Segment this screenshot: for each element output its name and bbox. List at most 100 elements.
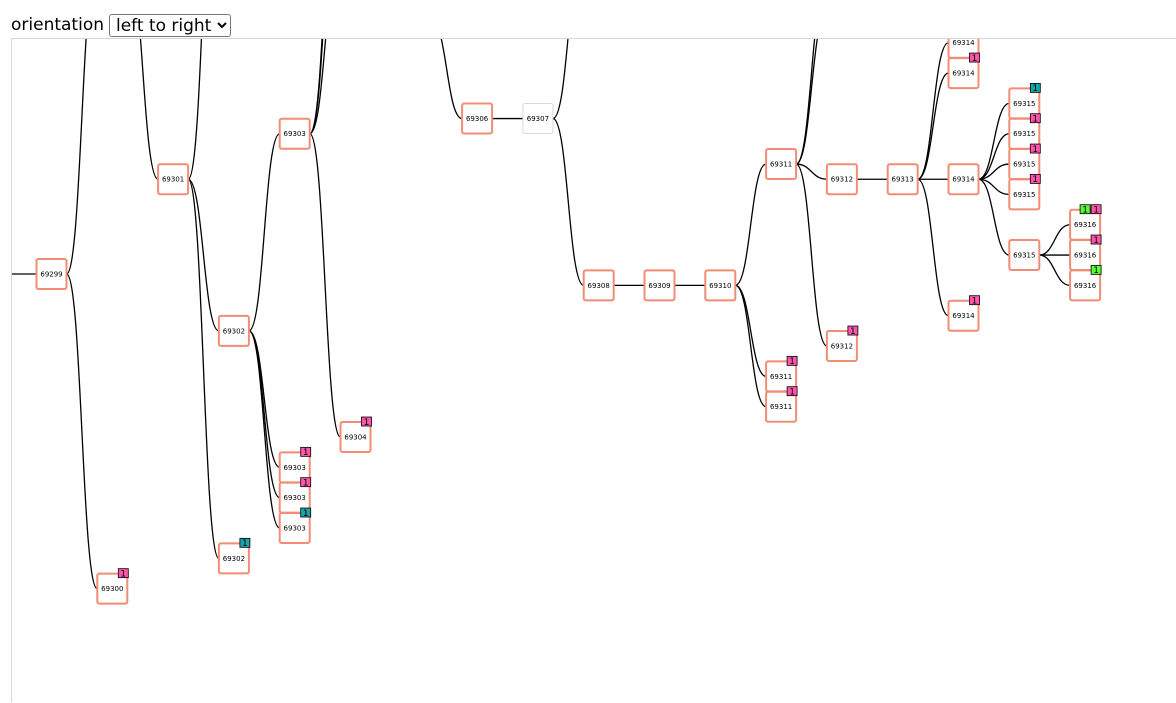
node-label: 69312 xyxy=(831,176,853,184)
tree-node[interactable]: 69306 xyxy=(461,102,494,135)
tree-node[interactable]: 69316 1 xyxy=(1069,234,1102,272)
tree-edge xyxy=(735,284,767,378)
node-label: 69314 xyxy=(952,176,975,184)
tree-node[interactable]: 69308 xyxy=(582,269,615,302)
tree-edge xyxy=(248,133,281,332)
tree-edge xyxy=(248,330,281,499)
count-badge: 1 xyxy=(969,295,980,307)
tree-node[interactable]: 69300 1 xyxy=(96,568,129,605)
count-badge: 1 xyxy=(1029,143,1041,155)
node-label: 69303 xyxy=(284,494,306,502)
tree-edge xyxy=(978,133,1010,180)
node-label: 69316 xyxy=(1074,282,1097,290)
tree-node[interactable]: 69303 xyxy=(278,117,311,150)
tree-edge xyxy=(1039,224,1071,256)
tree-node[interactable]: 69311 xyxy=(765,148,798,181)
node-box xyxy=(1069,269,1102,302)
tree-canvas[interactable]: 6930216930169301169302169304169305169304… xyxy=(11,38,1176,702)
node-label: 69301 xyxy=(162,176,184,184)
badge-count: 1 xyxy=(1093,236,1099,246)
node-box xyxy=(825,163,858,196)
node-label: 69307 xyxy=(527,115,549,123)
tree-node[interactable]: 69312 xyxy=(825,163,858,196)
badge-background xyxy=(1029,82,1041,93)
node-label: 69303 xyxy=(284,130,306,138)
tree-edge xyxy=(552,117,585,287)
tree-node[interactable]: 69302 xyxy=(217,314,250,347)
count-badge: 1 xyxy=(1079,204,1091,216)
badge-background xyxy=(1079,204,1091,215)
tree-edge xyxy=(65,273,98,590)
node-box xyxy=(1008,178,1041,211)
tree-node[interactable]: 69303 1 xyxy=(278,477,312,514)
tree-edge xyxy=(917,178,949,317)
tree-edge xyxy=(917,42,949,180)
tree-node[interactable]: 69310 xyxy=(704,269,737,302)
node-box xyxy=(35,258,68,290)
tree-edge xyxy=(796,163,827,180)
badge-count: 1 xyxy=(850,327,856,337)
tree-node[interactable]: 69313 xyxy=(886,163,919,196)
toolbar: orientation left to right xyxy=(11,13,231,37)
node-box xyxy=(217,314,250,347)
tree-edge xyxy=(187,39,203,180)
node-label: 69304 xyxy=(344,434,367,442)
node-label: 69300 xyxy=(101,585,123,593)
count-badge: 1 xyxy=(786,355,798,367)
node-box xyxy=(582,269,615,302)
badge-background xyxy=(786,386,798,397)
badge-count: 1 xyxy=(1032,84,1038,94)
tree-node[interactable]: 69301 xyxy=(157,163,190,196)
node-box xyxy=(339,421,372,454)
node-box xyxy=(522,103,554,135)
node-box xyxy=(278,512,311,545)
tree-edge xyxy=(795,39,819,165)
badge-count: 1 xyxy=(1082,206,1088,216)
node-label: 69314 xyxy=(952,70,975,78)
tree-edge xyxy=(735,163,767,287)
tree-node[interactable]: 69309 xyxy=(643,269,676,302)
orientation-select[interactable]: left to right xyxy=(109,13,231,37)
tree-edge xyxy=(978,178,1010,256)
tree-node[interactable]: 69316 1 xyxy=(1069,264,1102,302)
node-label: 69314 xyxy=(952,39,975,47)
tree-edge xyxy=(65,39,87,275)
badge-background xyxy=(300,477,312,488)
node-box xyxy=(765,390,798,423)
node-layer: 6930216930169301169302169304169305169304… xyxy=(35,39,1102,605)
badge-count: 1 xyxy=(1032,175,1038,185)
count-badge: 1 xyxy=(117,568,129,579)
tree-edge xyxy=(309,133,342,438)
badge-background xyxy=(969,52,980,63)
badge-background xyxy=(1029,113,1041,124)
badge-count: 1 xyxy=(1093,266,1099,276)
tree-node[interactable]: 69307 xyxy=(522,103,554,135)
node-box xyxy=(217,542,250,575)
node-label: 69315 xyxy=(1013,130,1035,138)
badge-count: 1 xyxy=(972,297,978,307)
tree-node[interactable]: 69299 xyxy=(35,258,68,290)
badge-count: 1 xyxy=(120,569,126,579)
badge-count: 1 xyxy=(303,478,309,488)
tree-edge xyxy=(795,163,828,347)
node-label: 69311 xyxy=(770,161,792,169)
count-badge: 1 xyxy=(300,507,312,519)
badge-count: 1 xyxy=(303,448,309,458)
node-label: 69316 xyxy=(1074,252,1097,260)
tree-node[interactable]: 69315 xyxy=(1008,239,1041,272)
tree-node[interactable]: 69314 xyxy=(947,163,980,196)
